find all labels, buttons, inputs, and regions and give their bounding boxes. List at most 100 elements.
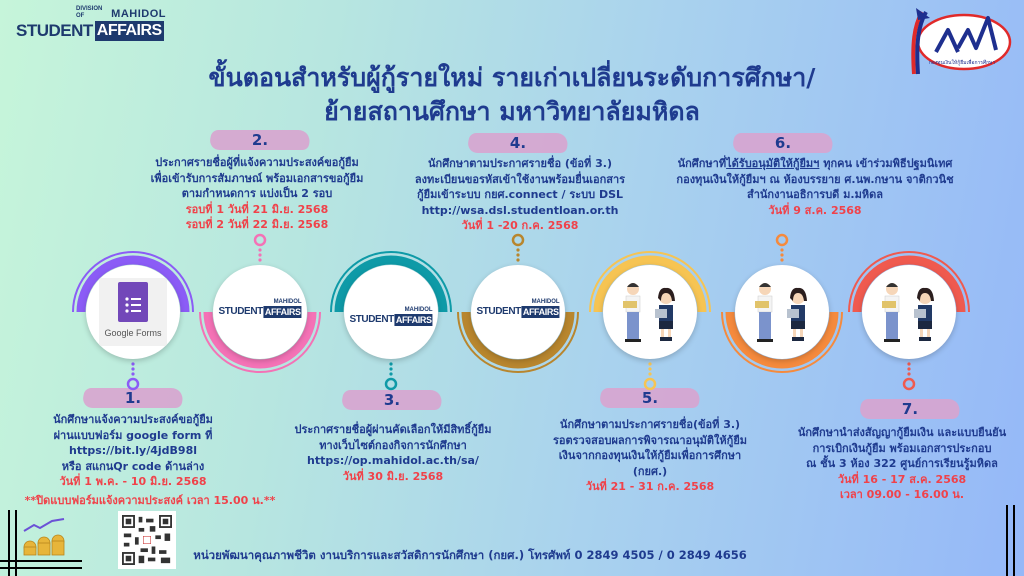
boy-hair	[627, 283, 639, 287]
connector-dot	[131, 362, 135, 366]
step-2-number: 2.	[214, 128, 306, 152]
step-7-ring	[848, 251, 970, 391]
step-4-number: 4.	[472, 131, 564, 155]
connector-dot	[389, 362, 393, 366]
ring-arc-outer	[721, 311, 843, 373]
decor-line	[15, 510, 17, 576]
student-affairs-logo: DIVISION OF MAHIDOL STUDENT AFFAIRS	[16, 6, 166, 48]
boy-hair	[886, 283, 898, 287]
ring-arc	[725, 311, 839, 369]
ring-arc	[852, 255, 966, 313]
connector-dot	[131, 372, 135, 376]
students-illustration	[755, 283, 807, 342]
logo-division: DIVISION OF	[76, 6, 103, 19]
ring-arc	[334, 255, 448, 313]
step-7-number: 7.	[864, 397, 956, 421]
ring-arc-outer	[589, 251, 711, 313]
connector-dot	[648, 362, 652, 366]
step-2-text: ประกาศรายชื่อผู้ที่แจ้งความประสงค์ขอกู้ย…	[150, 156, 364, 231]
ring-arc-outer	[199, 311, 321, 373]
form-close-note: **ปิดแบบฟอร์มแจ้งความประสงค์ เวลา 15.00 …	[24, 494, 276, 507]
boy-pants	[759, 312, 771, 339]
book-icon	[755, 301, 769, 308]
footer-contact: หน่วยพัฒนาคุณภาพชีวิต งานบริการและสวัสดิ…	[193, 548, 747, 562]
ring-arc-outer	[330, 251, 452, 313]
girl-leg	[927, 329, 930, 339]
step-6-circle	[721, 233, 843, 373]
connector-dot	[258, 248, 262, 252]
step-1-text: นักศึกษาแจ้งความประสงค์ขอกู้ยืมผ่านแบบฟอ…	[53, 413, 213, 488]
step-7-circle	[848, 251, 970, 391]
connector-dot	[907, 372, 911, 376]
connector-dot	[907, 367, 911, 371]
connector-dot	[258, 258, 262, 262]
step-6-number: 6.	[737, 131, 829, 155]
connector-dot	[516, 253, 520, 257]
tablet-icon	[655, 309, 667, 318]
step-4-ring	[457, 233, 579, 373]
connector-dot	[516, 258, 520, 262]
logo-affairs: AFFAIRS	[94, 21, 164, 41]
ring-arc	[203, 311, 317, 369]
decor-line	[0, 560, 82, 562]
connector-dot	[907, 362, 911, 366]
ring-arc-outer	[848, 251, 970, 313]
step-5-ring	[589, 251, 711, 391]
boy-shoes	[625, 339, 641, 342]
ring-arc	[461, 311, 575, 369]
google-forms-icon: Google Forms	[99, 278, 167, 346]
decor-line	[8, 510, 10, 576]
step-2-ring	[199, 233, 321, 373]
step-5-number: 5.	[604, 386, 696, 410]
step-7-text: นักศึกษานำส่งสัญญากู้ยืมเงิน และแบบยืนยั…	[797, 426, 1007, 501]
ring-arc	[593, 255, 707, 313]
step-4-text: นักศึกษาตามประกาศรายชื่อ (ข้อที่ 3.)ลงทะ…	[414, 157, 626, 232]
step-6-ring	[721, 233, 843, 373]
page-title-line2: ย้ายสถานศึกษา มหาวิทยาลัยมหิดล	[324, 97, 700, 126]
connector-dot	[131, 367, 135, 371]
boy-pants	[627, 312, 639, 339]
step-3-ring	[330, 251, 452, 391]
connector-dot	[648, 372, 652, 376]
girl-shoes	[919, 337, 931, 341]
girl-leg	[800, 329, 803, 339]
connector-ring-icon	[775, 233, 789, 247]
girl-hair	[790, 287, 807, 301]
girl-leg	[661, 329, 664, 339]
decor-line	[1006, 505, 1008, 576]
girl-leg	[793, 329, 796, 339]
tablet-icon	[914, 309, 926, 318]
girl-shoes	[792, 337, 804, 341]
coins-growth-icon	[23, 518, 65, 556]
step-1-number: 1.	[87, 386, 179, 410]
girl-leg	[920, 329, 923, 339]
connector-dot	[389, 372, 393, 376]
boy-pants	[886, 312, 898, 339]
ring-arc-outer	[457, 311, 579, 373]
qr-code[interactable]	[118, 511, 176, 569]
connector-dot	[780, 248, 784, 252]
kys-caption: กองทุนเงินให้กู้ยืมเพื่อการศึกษา	[929, 59, 996, 66]
step-5-circle	[589, 251, 711, 391]
connector-dot	[780, 258, 784, 262]
step-6-text: นักศึกษาที่ได้รับอนุมัติให้กู้ยืมฯ ทุกคน…	[676, 157, 954, 217]
step-3-text: ประกาศรายชื่อผู้ผ่านคัดเลือกให้มีสิทธิ์ก…	[294, 423, 492, 483]
boy-hair	[759, 283, 771, 287]
girl-skirt	[918, 321, 932, 329]
tablet-icon	[787, 309, 799, 318]
connector-ring-icon	[511, 233, 525, 247]
girl-hair	[658, 287, 675, 301]
girl-leg	[668, 329, 671, 339]
girl-shoes	[660, 337, 672, 341]
boy-shoes	[884, 339, 900, 342]
kys-logo: กองทุนเงินให้กู้ยืมเพื่อการศึกษา	[911, 8, 1012, 75]
logo-mahidol: MAHIDOL	[111, 8, 166, 20]
connector-ring-icon	[253, 233, 267, 247]
ring-arc	[76, 255, 190, 313]
